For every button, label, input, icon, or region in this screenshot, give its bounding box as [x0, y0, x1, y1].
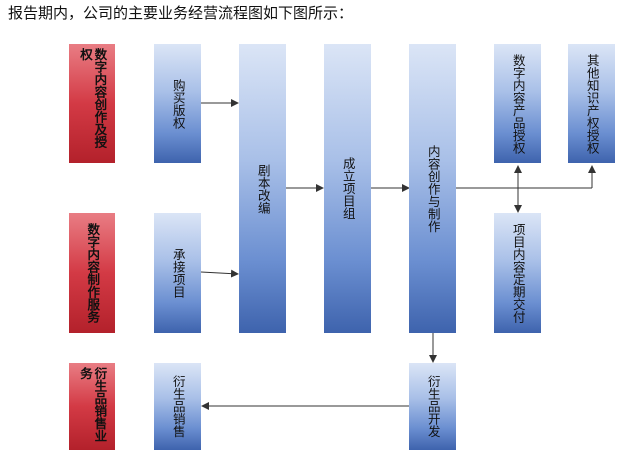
category-derivative-sales: 衍生品销售业务: [69, 363, 115, 450]
node-undertake-project: 承接项目: [154, 213, 201, 333]
node-digital-content-licensing: 数字内容产品授权: [494, 44, 541, 163]
node-script-adaptation: 剧本改编: [239, 44, 286, 333]
node-content-creation-production: 内容创作与制作: [409, 44, 456, 333]
node-other-ip-licensing: 其他知识产权授权: [568, 44, 615, 163]
diagram-heading: 报告期内，公司的主要业务经营流程图如下图所示：: [8, 4, 354, 22]
node-buy-copyright: 购买版权: [154, 44, 201, 163]
node-form-project-team: 成立项目组: [324, 44, 371, 333]
node-derivative-development: 衍生品开发: [409, 363, 456, 450]
node-periodic-delivery: 项目内容定期交付: [494, 213, 541, 333]
arrow-undertake-to-script: [200, 269, 239, 278]
node-derivative-sales: 衍生品销售: [154, 363, 201, 450]
category-digital-content-creation: 数字内容创作及授权: [69, 44, 115, 163]
category-digital-content-production: 数字内容制作服务: [69, 213, 115, 333]
